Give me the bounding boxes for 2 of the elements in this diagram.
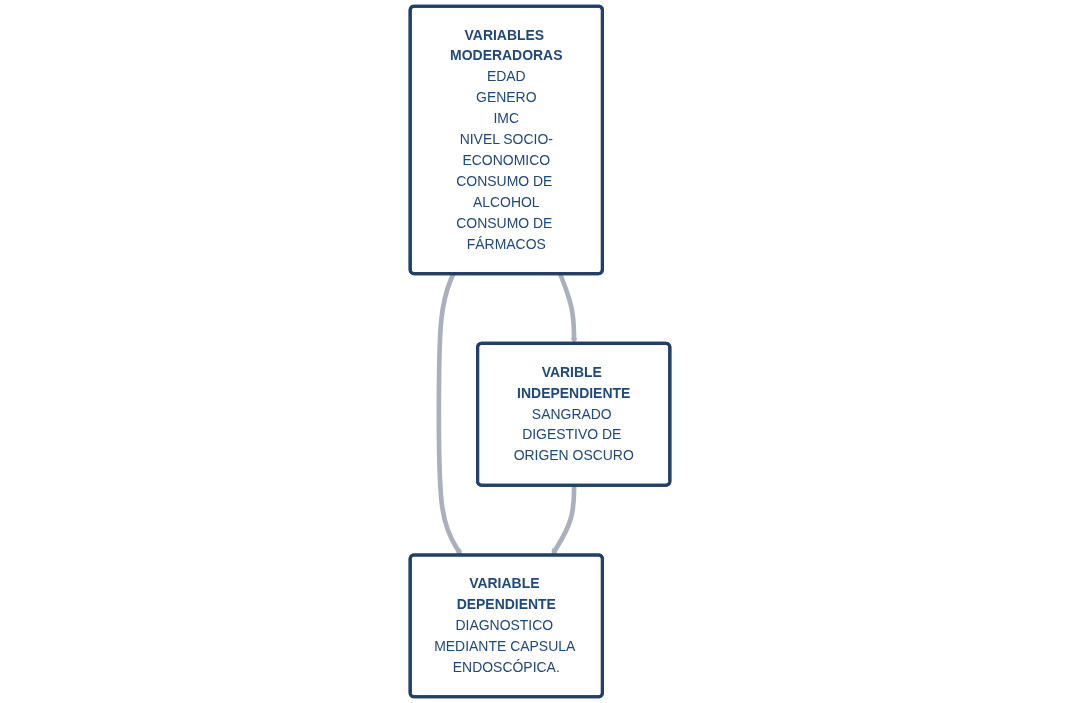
arrow bbox=[436, 273, 462, 556]
arrow bbox=[551, 485, 577, 556]
